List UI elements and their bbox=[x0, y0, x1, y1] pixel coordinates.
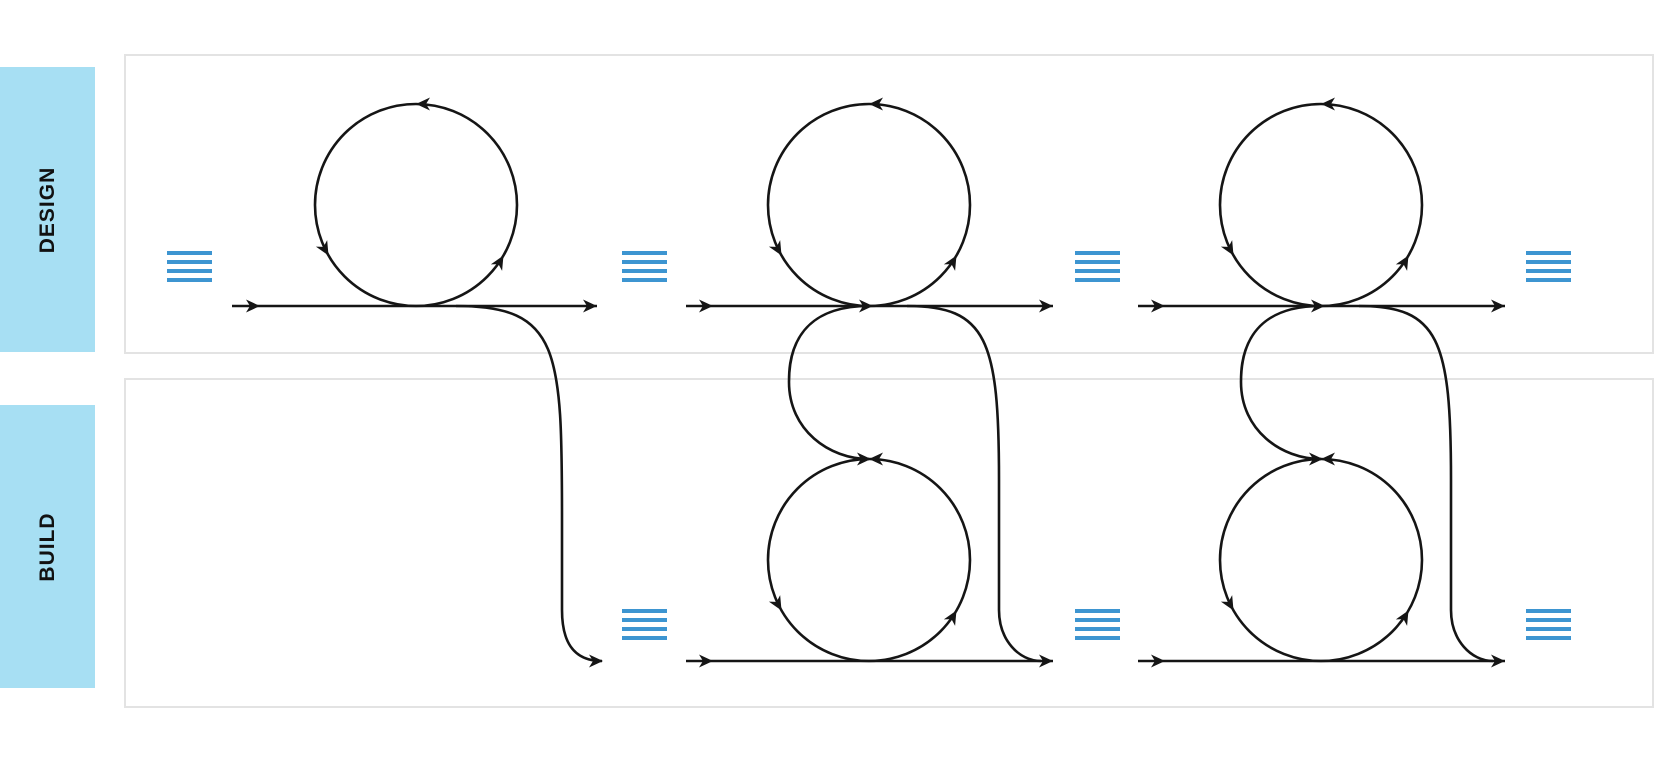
build-document-lines-icon bbox=[1526, 609, 1571, 640]
flow-lines bbox=[232, 97, 1505, 668]
loop-arrowhead-icon bbox=[1395, 610, 1409, 626]
design-to-build-handoff bbox=[1358, 304, 1494, 663]
loop-arrowhead-icon bbox=[1321, 452, 1335, 466]
build-document-lines-icon bbox=[1075, 609, 1120, 640]
arrowhead-icon bbox=[1491, 654, 1505, 668]
design-build-feedback-curve bbox=[787, 304, 870, 461]
loop-arrowhead-icon bbox=[869, 97, 883, 111]
arrowhead-icon bbox=[1309, 452, 1323, 466]
arrowhead-icon bbox=[699, 654, 713, 668]
arrowhead-icon bbox=[1039, 654, 1053, 668]
design-iteration-loop bbox=[1218, 102, 1424, 308]
loop-arrowhead-icon bbox=[943, 610, 957, 626]
loop-arrowhead-icon bbox=[315, 240, 329, 256]
build-lane-tab: BUILD bbox=[0, 405, 95, 688]
arrowhead-icon bbox=[1151, 299, 1165, 313]
build-lane-panel bbox=[124, 378, 1654, 708]
design-to-build-handoff bbox=[906, 304, 1042, 663]
design-iteration-loop bbox=[766, 102, 972, 308]
arrowhead-icon bbox=[1039, 299, 1053, 313]
arrowhead-icon bbox=[1151, 654, 1165, 668]
arrowhead-icon bbox=[589, 654, 603, 668]
build-document-lines-icon bbox=[622, 609, 667, 640]
arrowhead-icon bbox=[246, 299, 260, 313]
design-document-lines-icon bbox=[622, 251, 667, 282]
loop-arrowhead-icon bbox=[768, 240, 782, 256]
loop-arrowhead-icon bbox=[490, 255, 504, 271]
loop-arrowhead-icon bbox=[1321, 97, 1335, 111]
loop-arrowhead-icon bbox=[416, 97, 430, 111]
arrowhead-icon bbox=[699, 299, 713, 313]
loop-arrowhead-icon bbox=[943, 255, 957, 271]
arrowhead-icon bbox=[583, 299, 597, 313]
design-to-build-handoff bbox=[455, 304, 603, 663]
design-document-lines-icon bbox=[167, 251, 212, 282]
arrowhead-icon bbox=[857, 452, 871, 466]
design-iteration-loop bbox=[313, 102, 519, 308]
design-document-lines-icon bbox=[1075, 251, 1120, 282]
build-iteration-loop bbox=[1218, 457, 1424, 663]
loop-arrowhead-icon bbox=[1220, 595, 1234, 611]
design-document-lines-icon bbox=[1526, 251, 1571, 282]
arrowhead-icon bbox=[1491, 299, 1505, 313]
loop-arrowhead-icon bbox=[768, 595, 782, 611]
document-icons bbox=[167, 251, 1571, 640]
build-iteration-loop bbox=[766, 457, 972, 663]
loop-arrowhead-icon bbox=[869, 452, 883, 466]
design-lane-tab: DESIGN bbox=[0, 67, 95, 352]
loop-arrowhead-icon bbox=[1220, 240, 1234, 256]
loop-arrowhead-icon bbox=[1395, 255, 1409, 271]
design-build-feedback-curve bbox=[1239, 304, 1322, 461]
